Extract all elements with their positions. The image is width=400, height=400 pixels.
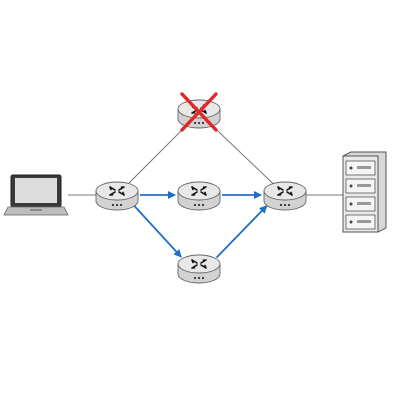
router-bottom-router-icon: [177, 254, 221, 284]
router-top-router-icon: [177, 92, 221, 132]
link-router-ingress-to-router-bottom: [133, 205, 182, 258]
failed-x-icon: [180, 92, 218, 132]
router-egress-router-icon: [263, 181, 307, 211]
router-middle-router-icon: [177, 181, 221, 211]
link-router-bottom-to-router-egress: [215, 205, 268, 259]
server-rack-icon: [342, 151, 387, 233]
laptop-icon: [3, 174, 69, 216]
router-ingress-router-icon: [95, 181, 139, 211]
